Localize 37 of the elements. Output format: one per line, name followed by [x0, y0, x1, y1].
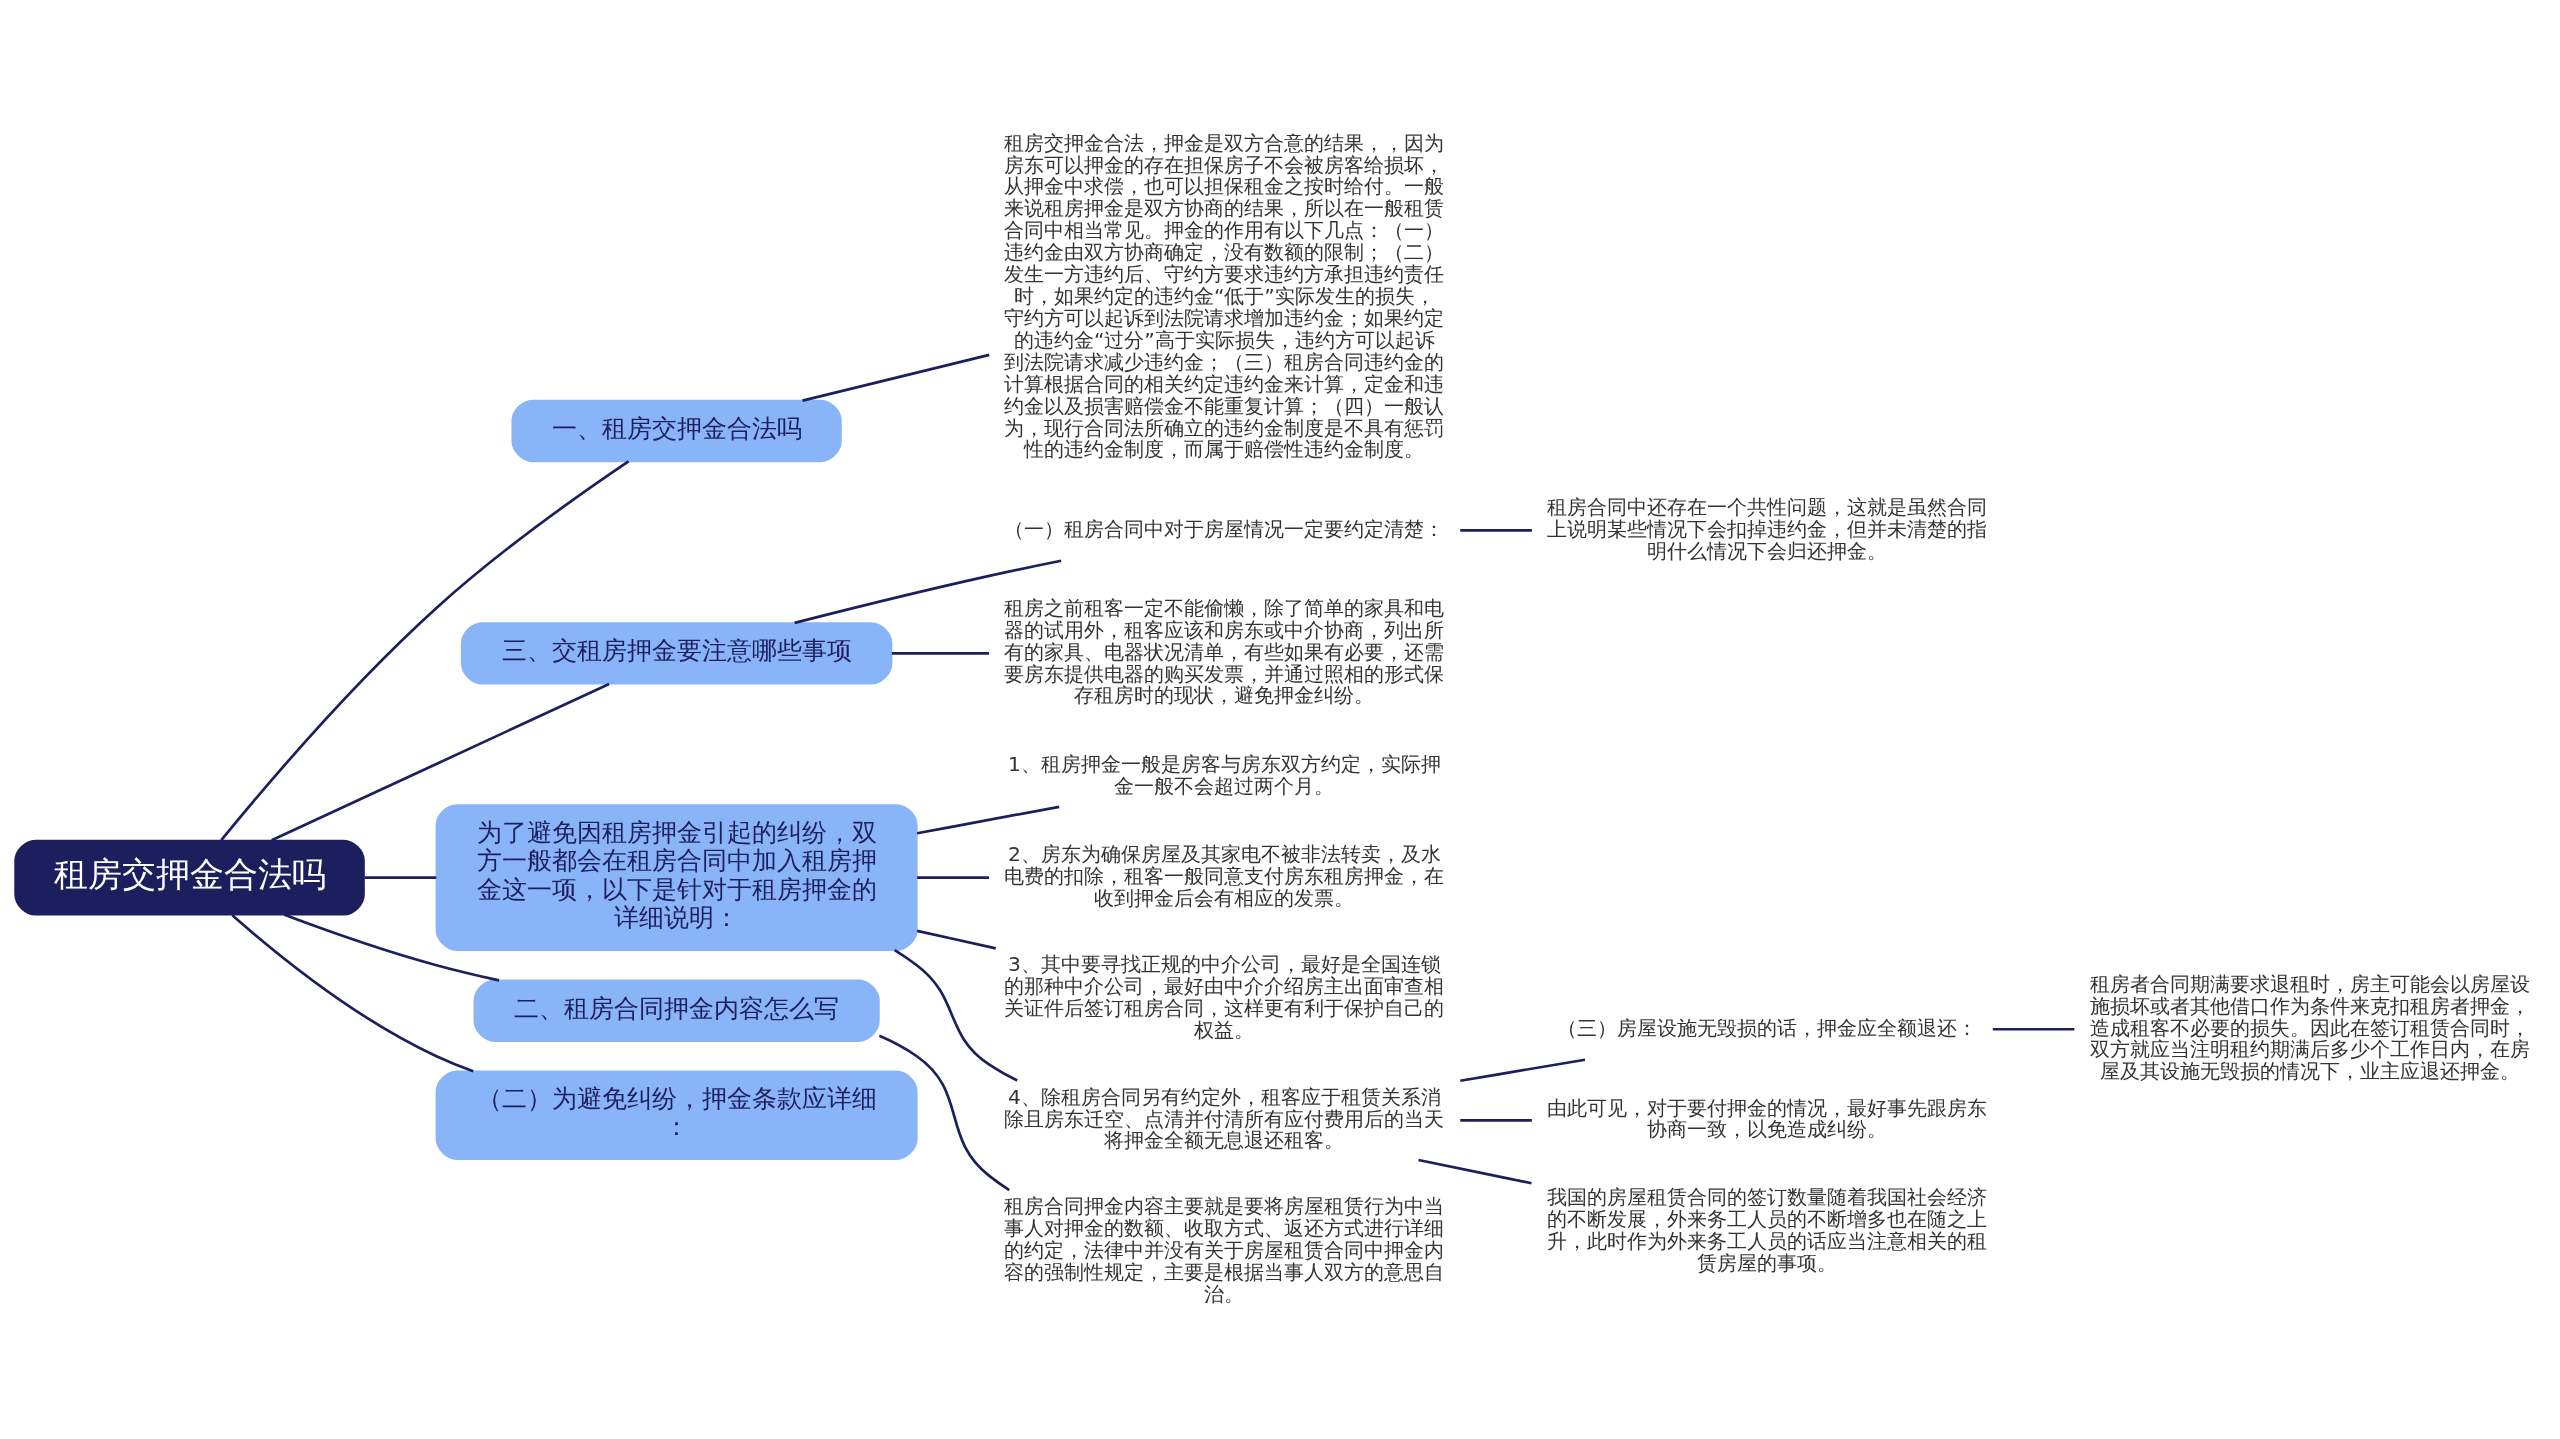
- node-text: 租房者合同期满要求退租时，房主可能会以房屋设施损坏或者其他借口作为条件来克扣租房者押金，造成租客不必要的损失。因此在签订租赁合同时，双方就应当注明租约期满后多少个工作日内，在房屋及其设施无毁损的情况下，业主应退还押金。: [2089, 971, 2530, 1083]
- connector: [794, 558, 1062, 624]
- node-text: 租房合同中还存在一个共性问题，这就是虽然合同上说明某些情况下会扣掉违约金，但并未清楚的指明什么情况下会归还押金。: [1547, 494, 1988, 563]
- node-box: 一、租房交押金合法吗: [511, 399, 842, 462]
- connector: [220, 459, 630, 841]
- node-text: 4、除租房合同另有约定外，租客应于租赁关系消除且房东迁空、点清并付清所有应付费用后的当天将押金全额无息退还租客。: [1004, 1084, 1445, 1152]
- connector: [284, 913, 500, 982]
- connector: [891, 651, 990, 655]
- node-text: 由此可见，对于要付押金的情况，最好事先跟房东协商一致，以免造成纠纷。: [1547, 1095, 1988, 1141]
- node-text: （一）租房合同中对于房屋情况一定要约定清楚：: [1004, 516, 1445, 541]
- node-box: 三、交租房押金要注意哪些事项: [460, 621, 893, 685]
- connector: [1460, 528, 1532, 532]
- node-text: 3、其中要寻找正规的中介公司，最好是全国连锁的那种中介公司，最好由中介介绍房主出面审查相关证件后签订租房合同，这样更有利于保护自己的权益。: [1004, 951, 1445, 1042]
- connector: [1460, 1057, 1586, 1082]
- node-text: 租房交押金合法，押金是双方合意的结果，，因为房东可以押金的存在担保房子不会被房客给损坏，从押金中求偿，也可以担保租金之按时给付。一般来说租房押金是双方协商的结果，所以在一般租赁合同中相当常见。押金的作用有以下几点：（一）违约金由双方协商确定，没有数额的限制；（二）发生一方违约后、守约方要求违约方承担违约责任时，如果约定的违约金“低于”实际发生的损失，守约方可以起诉到法院请求增加违约金；如果约定的违约金“过分”高于实际损失，违约方可以起诉到法院请求减少违约金；（三）租房合同违约金的计算根据合同的相关约定违约金来计算，定金和违约金以及损害赔偿金不能重复计算；（四）一般认为，现行合同法所确立的违约金制度是不具有惩罚性的违约金制度，而属于赔偿性违约金制度。: [1004, 130, 1445, 461]
- node-text: （三）房屋设施无毁损的话，押金应全额退还：: [1557, 1014, 1978, 1039]
- node-text: 1、租房押金一般是房客与房东双方约定，实际押金一般不会超过两个月。: [1007, 751, 1441, 798]
- node-text: 租房合同押金内容主要就是要将房屋租赁行为中当事人对押金的数额、收取方式、返还方式进行详细的约定，法律中并没有关于房屋租赁合同中押金内容的强制性规定，主要是根据当事人双方的意思自治。: [1004, 1193, 1445, 1306]
- connector: [271, 682, 610, 842]
- connector: [894, 948, 1018, 1082]
- node-box: 租房交押金合法吗: [14, 839, 365, 915]
- connector: [916, 929, 997, 950]
- connector: [878, 1034, 1010, 1191]
- node-text: 2、房东为确保房屋及其家电不被非法转卖，及水电费的扣除，租客一般同意支付房东租房押金，在收到押金后会有相应的发票。: [1004, 841, 1445, 910]
- node-text: 租房之前租客一定不能偷懒，除了简单的家具和电器的试用外，租客应该和房东或中介协商，列出所有的家具、电器状况清单，有些如果有必要，还需要房东提供电器的购买发票，并通过照相的形式保存租房时的现状，避免押金纠纷。: [1004, 595, 1445, 707]
- connector: [1992, 1027, 2075, 1031]
- node-box: （二）为避免纠纷，押金条款应详细：: [435, 1070, 918, 1160]
- connector: [917, 875, 989, 879]
- connector: [916, 805, 1060, 835]
- connector: [231, 913, 474, 1073]
- connector: [1418, 1158, 1532, 1185]
- node-text: 我国的房屋租赁合同的签订数量随着我国社会经济的不断发展，外来务工人员的不断增多也在随之上升，此时作为外来务工人员的话应当注意相关的租赁房屋的事项。: [1547, 1184, 1988, 1275]
- node-box: 为了避免因租房押金引起的纠纷，双方一般都会在租房合同中加入租房押金这一项，以下是针对于租房押金的详细说明：: [435, 803, 918, 951]
- connector: [364, 875, 437, 879]
- connector: [802, 353, 990, 402]
- connector: [1460, 1118, 1532, 1122]
- node-box: 二、租房合同押金内容怎么写: [473, 979, 880, 1042]
